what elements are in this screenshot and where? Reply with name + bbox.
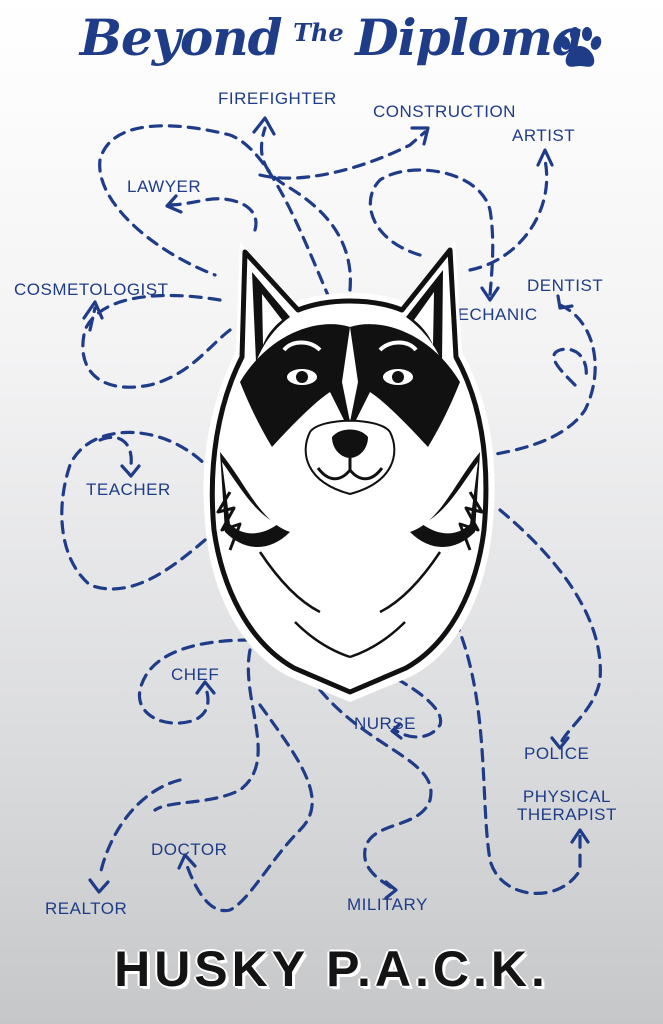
arrowhead-realtor	[88, 878, 110, 894]
arrowhead-doctor	[177, 853, 197, 870]
arrowhead-teacher	[120, 464, 141, 478]
path-cosmetologist	[81, 293, 232, 389]
career-police: POLICE	[524, 744, 590, 763]
paw-print-icon	[559, 27, 602, 67]
career-physical-therapist-line1: PHYSICAL	[522, 787, 611, 806]
path-nurse	[378, 668, 443, 739]
path-dentist	[488, 303, 597, 457]
career-cosmetologist: COSMETOLOGIST	[14, 280, 169, 299]
arrowhead-mechanic	[480, 286, 500, 302]
husky-head-illustration	[203, 240, 495, 702]
path-physical-therapist	[453, 618, 582, 895]
path-lawyer	[98, 124, 332, 302]
career-mechanic: MECHANIC	[443, 305, 538, 324]
career-firefighter: FIREFIGHTER	[218, 89, 337, 108]
path-police	[498, 508, 602, 747]
path-realtor	[98, 778, 182, 877]
career-physical-therapist-line2: THERAPIST	[517, 804, 617, 824]
path-teacher	[60, 430, 217, 591]
path-cosmetologist-arrow	[88, 306, 97, 332]
career-doctor: DOCTOR	[151, 840, 228, 859]
career-chef: CHEF	[171, 665, 220, 684]
path-teacher-arrow	[98, 435, 133, 472]
path-doctor-realtor	[153, 648, 260, 812]
career-physical-therapist: PHYSICAL THERAPIST	[517, 788, 617, 824]
arrowhead-cosmetologist	[82, 300, 104, 320]
path-chef	[137, 638, 252, 725]
path-firefighter	[259, 126, 352, 292]
path-doctor	[183, 703, 314, 913]
career-realtor: REALTOR	[45, 899, 128, 918]
title-the: The	[293, 18, 344, 47]
arrowhead-police	[550, 736, 570, 750]
career-nurse: NURSE	[354, 714, 417, 733]
career-construction: CONSTRUCTION	[373, 102, 516, 121]
path-dentist-loop	[552, 347, 588, 387]
arrowhead-military	[384, 880, 398, 900]
arrowhead-chef	[195, 680, 216, 695]
title-beyond: Beyond	[79, 8, 283, 67]
arrowhead-artist	[536, 148, 554, 167]
title-diploma: Diploma	[355, 8, 584, 67]
path-lawyer-arrow	[168, 197, 258, 232]
arrowhead-firefighter	[252, 116, 276, 136]
arrowhead-nurse	[390, 722, 403, 740]
poster-title: Beyond The Diploma	[0, 8, 663, 67]
footer-husky-pack: HUSKY P.A.C.K.	[114, 941, 549, 997]
career-dentist: DENTIST	[527, 276, 604, 295]
path-mechanic	[368, 168, 495, 297]
path-construction	[258, 130, 427, 180]
arrowhead-construction	[410, 126, 430, 146]
arrowhead-lawyer	[165, 194, 183, 214]
career-artist: ARTIST	[512, 126, 576, 145]
career-military: MILITARY	[347, 895, 428, 914]
arrowhead-dentist	[556, 294, 574, 310]
path-military	[318, 688, 433, 892]
career-teacher: TEACHER	[86, 480, 171, 499]
arrowhead-physical-therapist	[570, 828, 590, 844]
career-lawyer: LAWYER	[127, 177, 202, 196]
